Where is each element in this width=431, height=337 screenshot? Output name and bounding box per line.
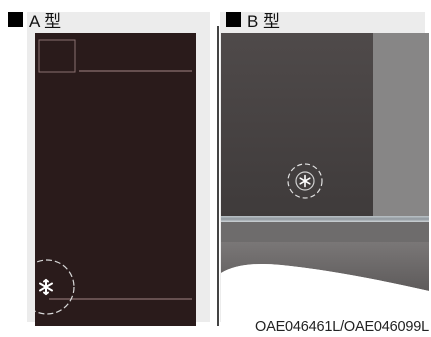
type-a-label-text: A 型 — [29, 11, 62, 31]
type-b-lower-body — [221, 242, 429, 291]
type-a-top-box — [38, 39, 76, 73]
type-b-side-trim — [373, 33, 429, 216]
type-a-highlight-circle — [35, 259, 75, 315]
type-b-highlight-circle — [287, 163, 323, 199]
type-a-label: A 型 — [8, 8, 62, 31]
type-b-bottom-white — [221, 264, 429, 326]
snowflake-icon — [39, 278, 53, 296]
type-a-panel — [35, 33, 196, 326]
label-square-icon — [8, 11, 23, 27]
snowflake-icon — [299, 174, 311, 188]
type-b-panel — [221, 33, 429, 326]
label-square-icon — [226, 11, 241, 27]
figure-code-caption: OAE046461L/OAE046099L — [255, 319, 429, 335]
type-b-snowflake-button[interactable] — [295, 171, 315, 191]
type-b-label-text: B 型 — [247, 11, 281, 31]
type-b-label: B 型 — [226, 8, 281, 31]
type-b-mid-band — [221, 222, 429, 242]
type-b-switch-panel — [221, 33, 373, 216]
type-b-chrome-strip — [221, 216, 429, 222]
type-a-snowflake-button[interactable] — [39, 278, 53, 296]
column-divider — [217, 26, 219, 326]
